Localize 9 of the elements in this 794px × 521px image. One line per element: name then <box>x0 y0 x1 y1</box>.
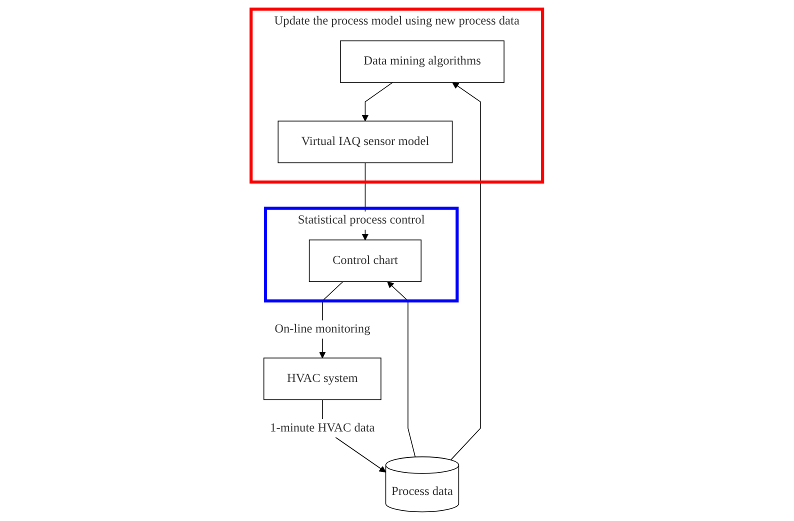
edge-label: 1-minute HVAC data <box>270 421 375 434</box>
arrow <box>450 82 481 460</box>
node-box: Control chart <box>309 240 422 282</box>
arrow <box>362 82 394 122</box>
node-box: HVAC system <box>264 358 382 400</box>
node-box: Virtual IAQ sensor model <box>278 120 453 164</box>
edge-label: On-line monitoring <box>274 322 370 336</box>
node-box: Data mining algorithms <box>340 40 505 83</box>
arrow <box>387 281 416 458</box>
